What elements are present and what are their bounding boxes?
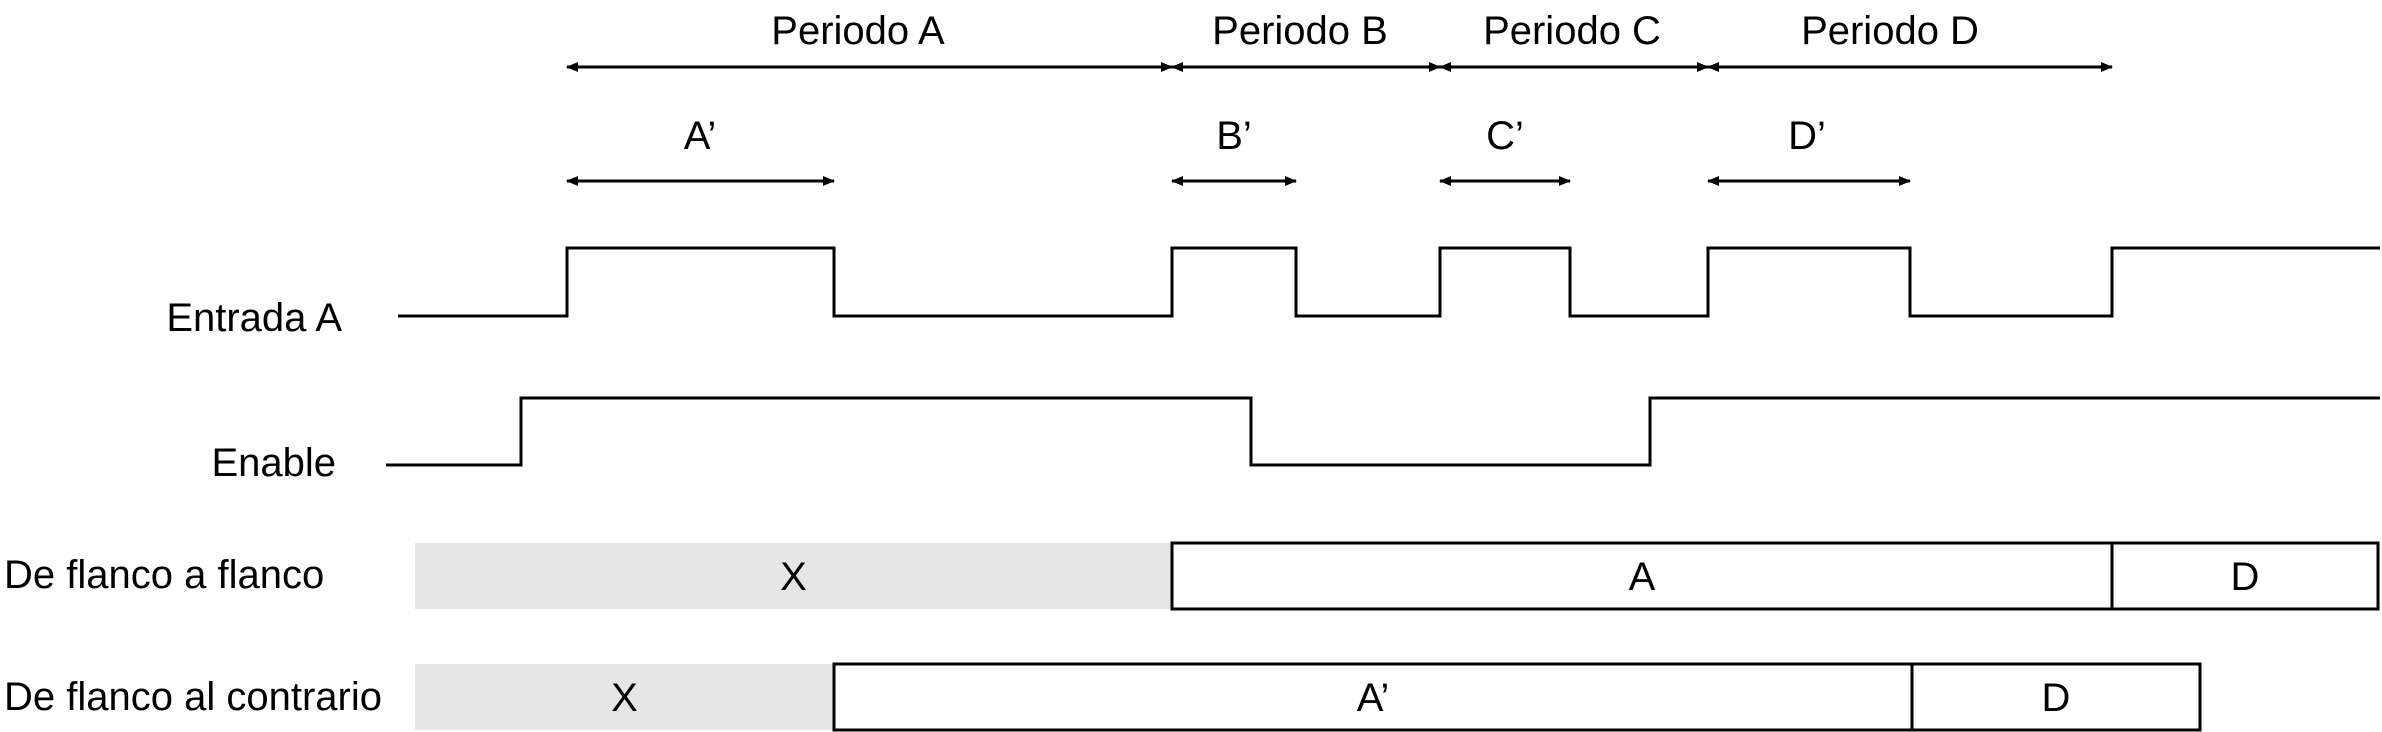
period-label: Periodo C bbox=[1483, 9, 1661, 53]
enable-waveform bbox=[386, 396, 2380, 467]
sub-period-label: C’ bbox=[1486, 114, 1524, 158]
value-segment bbox=[1170, 541, 2114, 611]
sub-period-label: D’ bbox=[1788, 114, 1826, 158]
segment-label: D bbox=[2231, 555, 2260, 599]
entrada-a-label: Entrada A bbox=[166, 296, 342, 340]
value-segment bbox=[2110, 541, 2380, 611]
segment-label: D bbox=[2042, 676, 2071, 720]
value-segment bbox=[832, 662, 1914, 732]
sub-period-label: B’ bbox=[1216, 114, 1252, 158]
sub-period-label: A’ bbox=[684, 114, 717, 158]
period-label: Periodo A bbox=[771, 9, 945, 53]
period-label: Periodo D bbox=[1801, 9, 1979, 53]
segment-label: X bbox=[611, 676, 638, 720]
value-segment bbox=[1910, 662, 2202, 732]
entrada-a-waveform bbox=[398, 246, 2380, 318]
undefined-segment bbox=[415, 543, 1172, 609]
period-label: Periodo B bbox=[1212, 9, 1388, 53]
segment-label: X bbox=[780, 555, 807, 599]
row-label: De flanco al contrario bbox=[4, 675, 382, 719]
segment-label: A’ bbox=[1357, 676, 1390, 720]
row-label: De flanco a flanco bbox=[4, 553, 324, 597]
enable-label: Enable bbox=[211, 441, 336, 485]
segment-label: A bbox=[1629, 555, 1656, 599]
undefined-segment bbox=[415, 664, 834, 730]
